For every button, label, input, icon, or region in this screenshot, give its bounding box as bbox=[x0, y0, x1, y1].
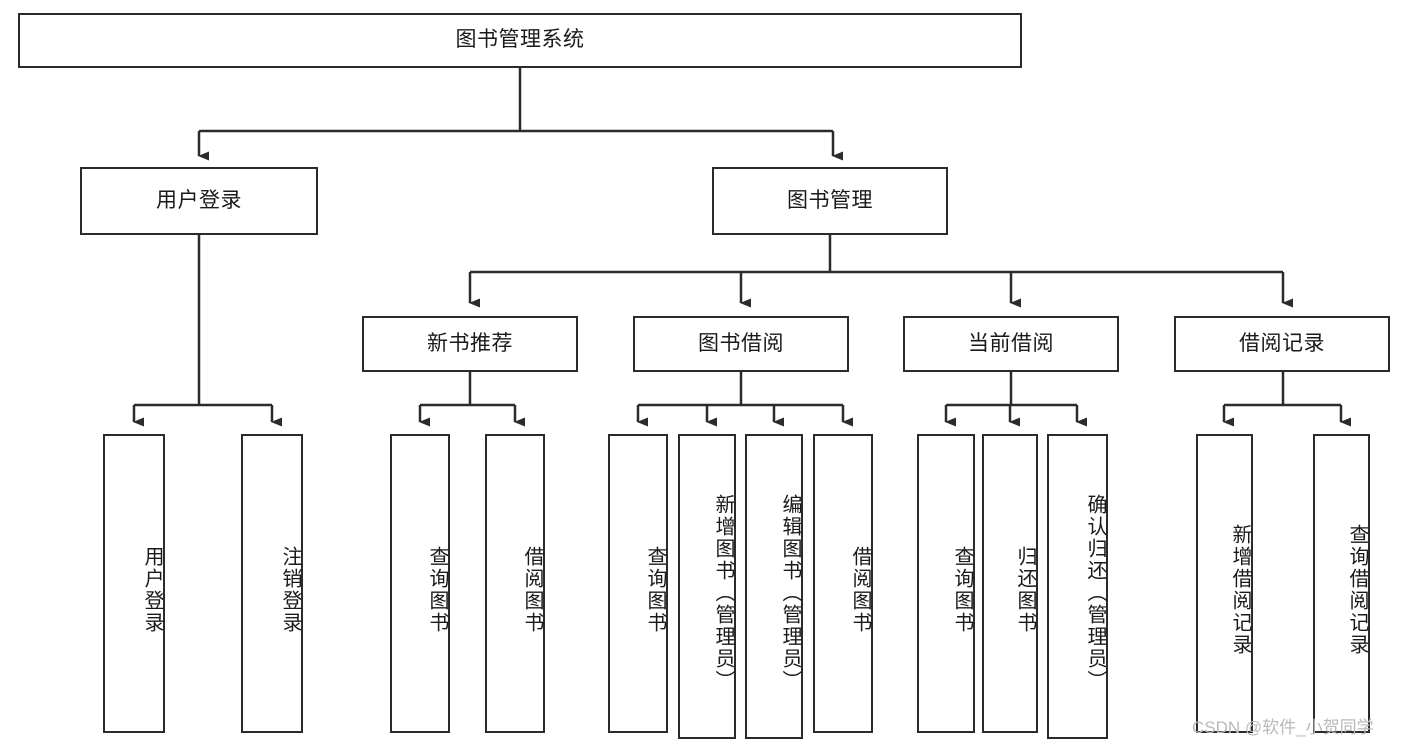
node-leaf-borrow-book-label: 借阅图书 bbox=[849, 545, 871, 634]
connector-group-book-borrow bbox=[636, 372, 853, 427]
node-user-login-label: 用户登录 bbox=[156, 188, 242, 212]
node-leaf-logout-label: 注销登录 bbox=[279, 545, 301, 634]
node-leaf-query-borrow-record[interactable]: 查询借阅记录 bbox=[1313, 434, 1370, 733]
node-book-manage-label: 图书管理 bbox=[787, 188, 873, 212]
node-leaf-query-book-recommend[interactable]: 查询图书 bbox=[390, 434, 450, 733]
node-borrow-record[interactable]: 借阅记录 bbox=[1174, 316, 1390, 372]
node-leaf-return-book[interactable]: 归还图书 bbox=[982, 434, 1038, 733]
node-new-book-recommend[interactable]: 新书推荐 bbox=[362, 316, 578, 372]
node-leaf-query-borrow-record-label: 查询借阅记录 bbox=[1346, 523, 1368, 656]
node-leaf-add-borrow-record-label: 新增借阅记录 bbox=[1229, 523, 1251, 656]
node-leaf-query-book-current-label: 查询图书 bbox=[951, 545, 973, 634]
node-leaf-edit-book-admin-label: 编辑图书（管理员） bbox=[779, 493, 801, 692]
node-leaf-return-book-label: 归还图书 bbox=[1014, 545, 1036, 634]
node-leaf-borrow-book-recommend-label: 借阅图书 bbox=[521, 545, 543, 634]
node-current-borrow-label: 当前借阅 bbox=[968, 331, 1054, 355]
node-current-borrow[interactable]: 当前借阅 bbox=[903, 316, 1119, 372]
node-book-manage[interactable]: 图书管理 bbox=[712, 167, 948, 235]
node-leaf-query-book-borrow-label: 查询图书 bbox=[644, 545, 666, 634]
node-leaf-query-book-current[interactable]: 查询图书 bbox=[917, 434, 975, 733]
node-leaf-confirm-return-admin-label: 确认归还（管理员） bbox=[1084, 493, 1106, 692]
connector-group-root bbox=[197, 68, 843, 161]
connector-group-borrow-record bbox=[1222, 372, 1351, 427]
node-borrow-record-label: 借阅记录 bbox=[1239, 331, 1325, 355]
node-leaf-borrow-book-recommend[interactable]: 借阅图书 bbox=[485, 434, 545, 733]
node-user-login[interactable]: 用户登录 bbox=[80, 167, 318, 235]
node-leaf-user-login-label: 用户登录 bbox=[141, 545, 163, 634]
node-leaf-confirm-return-admin[interactable]: 确认归还（管理员） bbox=[1047, 434, 1108, 739]
node-leaf-add-borrow-record[interactable]: 新增借阅记录 bbox=[1196, 434, 1253, 733]
connector-group-current-borrow bbox=[944, 372, 1087, 427]
node-leaf-query-book-recommend-label: 查询图书 bbox=[426, 545, 448, 634]
node-leaf-add-book-admin[interactable]: 新增图书（管理员） bbox=[678, 434, 736, 739]
node-leaf-borrow-book[interactable]: 借阅图书 bbox=[813, 434, 873, 733]
node-leaf-query-book-borrow[interactable]: 查询图书 bbox=[608, 434, 668, 733]
connector-group-book-manage bbox=[468, 235, 1293, 308]
node-root-label: 图书管理系统 bbox=[455, 28, 585, 52]
node-leaf-edit-book-admin[interactable]: 编辑图书（管理员） bbox=[745, 434, 803, 739]
node-leaf-user-login[interactable]: 用户登录 bbox=[103, 434, 165, 733]
node-leaf-logout[interactable]: 注销登录 bbox=[241, 434, 303, 733]
node-book-borrow-label: 图书借阅 bbox=[698, 331, 784, 355]
node-new-book-recommend-label: 新书推荐 bbox=[427, 331, 513, 355]
node-book-borrow[interactable]: 图书借阅 bbox=[633, 316, 849, 372]
connector-group-user-login bbox=[132, 235, 282, 427]
node-leaf-add-book-admin-label: 新增图书（管理员） bbox=[712, 493, 734, 692]
node-root[interactable]: 图书管理系统 bbox=[18, 13, 1022, 68]
connector-group-new-book-recommend bbox=[418, 372, 525, 427]
